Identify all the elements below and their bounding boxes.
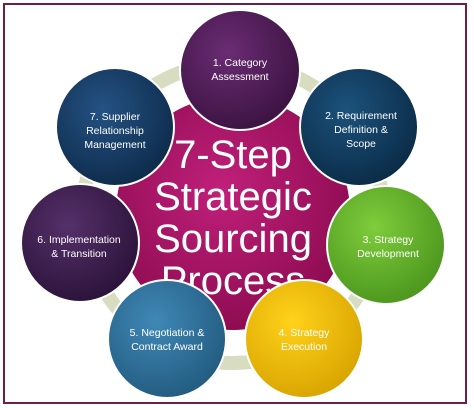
step-1-category-assessment: 1. Category Assessment <box>179 9 301 131</box>
step-7-circle <box>55 67 175 187</box>
step-4-label-line-1: 4. Strategy <box>279 327 331 339</box>
step-5-circle <box>107 279 227 399</box>
center-title-line-1: 7-Step <box>174 133 292 177</box>
step-4-circle <box>244 279 364 399</box>
step-3-circle <box>326 185 446 305</box>
step-6-label-line-1: 6. Implementation <box>37 234 121 246</box>
step-5-negotiation-contract-award: 5. Negotiation & Contract Award <box>107 279 227 399</box>
step-1-label-line-2: Assessment <box>211 71 268 83</box>
step-4-label-line-2: Execution <box>281 341 327 353</box>
step-2-label-line-3: Scope <box>346 138 376 150</box>
step-3-strategy-development: 3. Strategy Development <box>326 185 446 305</box>
step-6-label-line-2: & Transition <box>51 248 107 260</box>
step-1-circle <box>179 9 301 131</box>
step-3-label-line-1: 3. Strategy <box>363 234 415 246</box>
step-2-circle <box>299 67 419 187</box>
step-7-label-line-2: Relationship <box>86 125 144 137</box>
step-2-label-line-1: 2. Requirement <box>325 110 397 122</box>
step-7-supplier-relationship-management: 7. Supplier Relationship Management <box>55 67 175 187</box>
step-2-label-line-2: Definition & <box>334 124 388 136</box>
step-7-label-line-1: 7. Supplier <box>90 111 141 123</box>
center-title-line-2: Strategic <box>154 175 312 219</box>
step-7-label-line-3: Management <box>84 139 145 151</box>
step-2-requirement-definition: 2. Requirement Definition & Scope <box>299 67 419 187</box>
center-title-line-3: Sourcing <box>154 217 312 261</box>
step-4-strategy-execution: 4. Strategy Execution <box>244 279 364 399</box>
step-5-label-line-1: 5. Negotiation & <box>130 327 205 339</box>
step-5-label-line-2: Contract Award <box>131 341 203 353</box>
step-1-label-line-1: 1. Category <box>213 57 268 69</box>
step-6-implementation-transition: 6. Implementation & Transition <box>20 183 140 303</box>
step-3-label-line-2: Development <box>357 248 419 260</box>
step-6-circle <box>20 183 140 303</box>
